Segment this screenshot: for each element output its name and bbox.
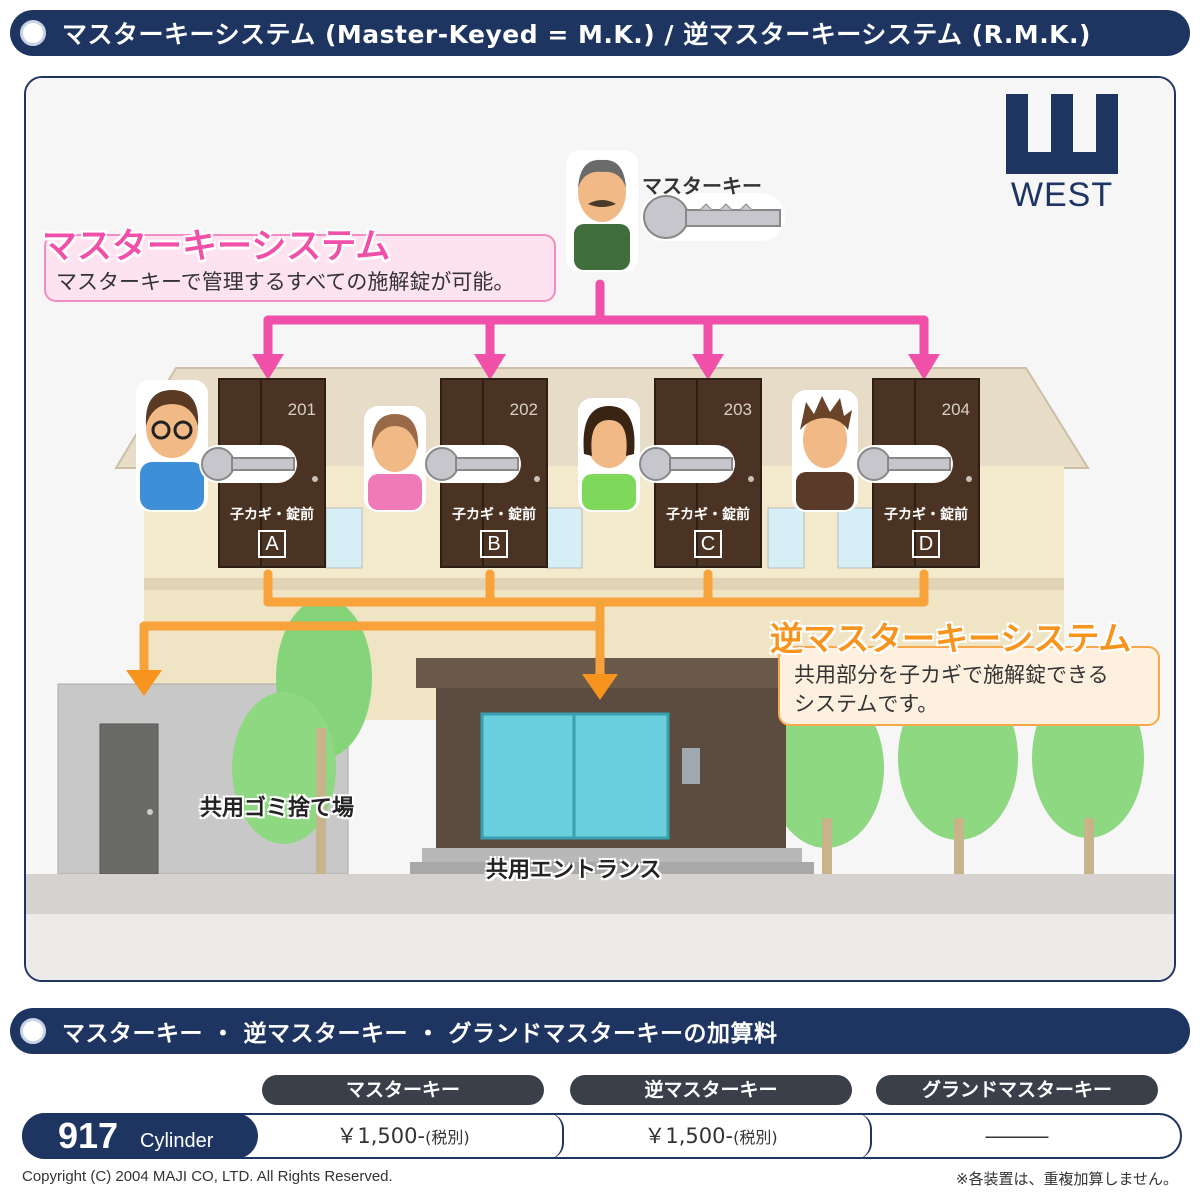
common-garbage-label: 共用ゴミ捨て場 [200, 796, 355, 821]
price-separator [548, 1113, 564, 1159]
master-key-label: マスターキー [642, 174, 762, 198]
reverse-desc-line1: 共用部分を子カギで施解錠できる [794, 663, 1109, 687]
master-system-title: マスターキーシステム [42, 227, 391, 267]
page-title: マスターキーシステム (Master-Keyed = M.K.) / 逆マスター… [62, 20, 1091, 49]
bullet-dot-icon [20, 1018, 46, 1044]
copyright: Copyright (C) 2004 MAJI CO, LTD. All Rig… [22, 1168, 393, 1185]
master-key-price: ￥1,500-(税別) [262, 1113, 544, 1159]
resident-d-icon [792, 390, 858, 512]
child-key-d-icon [855, 445, 953, 483]
door-sub-label: 子カギ・錠前 [230, 507, 314, 523]
header-reverse-master-key: 逆マスターキー [570, 1075, 852, 1105]
header-master-key: マスターキー [262, 1075, 544, 1105]
diagram-panel: マスターキー WEST マスターキーシステム マスターキーで管理するすべての施解… [24, 76, 1176, 982]
door-letter: B [480, 530, 508, 558]
master-price-tax: (税別) [425, 1128, 470, 1147]
door-sub-label: 子カギ・錠前 [452, 507, 536, 523]
header-grand-master-key: グランドマスターキー [876, 1075, 1158, 1105]
child-key-b-icon [423, 445, 521, 483]
reverse-system-description: 共用部分を子カギで施解錠できる システムです。 [794, 661, 1109, 719]
door-number: 204 [941, 400, 970, 419]
door-sub-label: 子カギ・錠前 [884, 507, 968, 523]
price-separator [856, 1113, 872, 1159]
pricing-title-bar: マスターキー ・ 逆マスターキー ・ グランドマスターキーの加算料 [10, 1008, 1190, 1054]
bullet-dot-icon [20, 20, 46, 46]
reverse-desc-line2: システムです。 [794, 692, 939, 716]
master-price-value: ￥1,500- [336, 1124, 426, 1148]
resident-c-icon [578, 398, 640, 512]
door-number: 201 [287, 400, 316, 419]
footnote: ※各装置は、重複加算しません。 [955, 1170, 1178, 1188]
cylinder-unit: Cylinder [140, 1130, 214, 1152]
door-knob-icon [966, 476, 972, 482]
child-key-c-icon [637, 445, 735, 483]
reverse-system-box [778, 646, 1160, 726]
header-bar: マスターキーシステム (Master-Keyed = M.K.) / 逆マスター… [10, 10, 1190, 56]
door-number: 202 [509, 400, 538, 419]
resident-a-icon [136, 380, 208, 512]
master-key-icon [641, 193, 785, 241]
door-knob-icon [534, 476, 540, 482]
reverse-key-price: ￥1,500-(税別) [570, 1113, 852, 1159]
reverse-price-value: ￥1,500- [644, 1124, 734, 1148]
cylinder-number: 917 [58, 1115, 119, 1156]
door-number: 203 [723, 400, 752, 419]
pricing-title: マスターキー ・ 逆マスターキー ・ グランドマスターキーの加算料 [62, 1021, 778, 1047]
door-letter: C [694, 530, 722, 558]
door-letter: D [912, 530, 940, 558]
master-system-box [44, 234, 556, 302]
master-system-description: マスターキーで管理するすべての施解錠が可能。 [56, 270, 515, 294]
door-knob-icon [312, 476, 318, 482]
door-letter: A [258, 530, 286, 558]
door-sub-label: 子カギ・錠前 [666, 507, 750, 523]
common-entrance-label: 共用エントランス [486, 858, 662, 883]
cylinder-badge: 917 Cylinder [22, 1113, 258, 1159]
door-knob-icon [748, 476, 754, 482]
reverse-system-title: 逆マスターキーシステム [770, 619, 1132, 658]
west-logo-icon [1006, 94, 1118, 174]
reverse-price-tax: (税別) [733, 1128, 778, 1147]
resident-b-icon [364, 406, 426, 512]
master-person-icon [566, 150, 638, 272]
grand-key-price: ――― [985, 1124, 1049, 1148]
child-key-a-icon [199, 445, 297, 483]
logo-text: WEST [1010, 176, 1114, 214]
